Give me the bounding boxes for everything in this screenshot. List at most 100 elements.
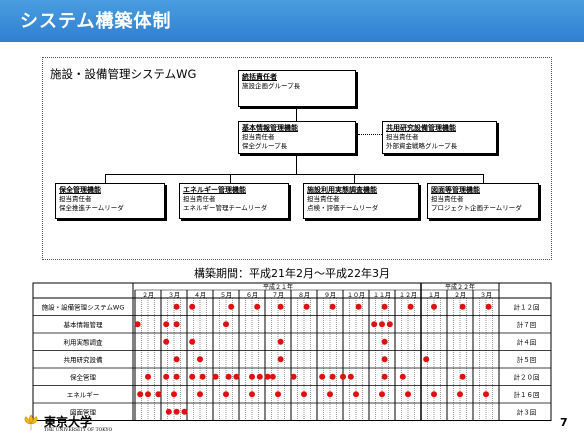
meeting-dot — [459, 373, 466, 380]
meeting-dot — [355, 303, 362, 310]
meeting-dot — [264, 373, 271, 380]
org-node-leaf-line: 保全推進チームリーダ — [59, 204, 124, 212]
row-total: 計１６回 — [514, 390, 540, 399]
meeting-dot — [329, 303, 336, 310]
meeting-dot — [173, 408, 180, 415]
month-label: １０月 — [347, 292, 365, 299]
meeting-dot — [233, 373, 240, 380]
org-node-top: 統括責任者 施設企画グループ長 — [238, 70, 356, 107]
meeting-dot — [457, 391, 463, 398]
meeting-dot — [277, 356, 284, 363]
org-node-leaf-title: 図面等管理機能 — [431, 186, 480, 194]
connector-info-leaves — [296, 154, 297, 174]
month-label: ２月 — [454, 292, 466, 299]
connector-shared-dotted — [358, 134, 382, 135]
org-node-leaf-line: 担当責任者 — [307, 195, 340, 203]
meeting-dot — [145, 373, 151, 380]
month-label: ２月 — [142, 292, 154, 299]
meeting-dot — [340, 373, 346, 380]
meeting-dot — [431, 391, 437, 398]
org-chart-frame — [42, 57, 552, 260]
meeting-dot — [189, 373, 196, 380]
meeting-dot — [189, 303, 196, 310]
meeting-dot — [249, 391, 255, 398]
org-node-info-line: 保全グループ長 — [242, 142, 288, 150]
month-label: ７月 — [272, 292, 284, 299]
meeting-dot — [225, 373, 232, 380]
meeting-dot — [275, 391, 281, 398]
row-total: 計２０回 — [514, 372, 540, 381]
meeting-dot — [399, 373, 406, 380]
wg-label: 施設・設備管理システムWG — [50, 67, 197, 81]
connector-leaves-bar — [105, 174, 483, 175]
month-label: ６月 — [246, 292, 258, 299]
connector-leaf-1 — [105, 174, 106, 183]
year-label: 平成２２年 — [445, 283, 475, 291]
org-node-leaf-title: 保全管理機能 — [59, 186, 101, 194]
month-label: ３月 — [168, 292, 180, 299]
meeting-dot — [371, 321, 378, 328]
meeting-dot — [163, 321, 170, 328]
row-label: 基本情報管理 — [64, 320, 104, 329]
meeting-dot — [223, 321, 229, 328]
month-label: １１月 — [373, 292, 391, 299]
meeting-dot — [329, 373, 336, 380]
meeting-dot — [189, 338, 196, 345]
meeting-dot — [379, 321, 385, 328]
org-node-info-title: 基本情報管理機能 — [242, 124, 298, 132]
org-node-shared-title: 共用研究設備管理機能 — [386, 124, 456, 132]
meeting-dot — [327, 391, 333, 398]
meeting-dot — [459, 303, 466, 310]
month-label: ３月 — [480, 292, 492, 299]
connector-top-info — [296, 107, 297, 121]
row-label: 共用研究設備 — [64, 355, 104, 364]
org-node-leaf-line: 点検・評価チームリーダ — [307, 204, 379, 212]
row-total: 計３回 — [517, 407, 537, 416]
org-node-leaf-drawings: 図面等管理機能 担当責任者 プロジェクト企画チームリーダ — [427, 183, 539, 219]
meeting-dot — [197, 356, 203, 363]
meeting-dot — [381, 338, 388, 345]
meeting-dot — [269, 373, 276, 380]
row-total: 計５回 — [517, 355, 537, 364]
month-label: １月 — [428, 292, 440, 299]
meeting-dot — [163, 373, 170, 380]
meeting-dot — [386, 321, 393, 328]
meeting-dot — [137, 391, 144, 398]
meeting-dot — [405, 391, 411, 398]
month-label: ８月 — [298, 292, 310, 299]
meeting-dot — [199, 373, 206, 380]
meeting-dot — [301, 391, 307, 398]
org-node-shared-line: 外部資金戦略グループ長 — [386, 142, 458, 150]
meeting-dot — [173, 321, 180, 328]
org-node-leaf-usage: 施設利用実態調査機能 担当責任者 点検・評価チームリーダ — [303, 183, 419, 219]
org-node-leaf-line: プロジェクト企画チームリーダ — [431, 204, 522, 212]
org-node-top-line: 施設企画グループ長 — [242, 82, 301, 90]
meeting-dot — [171, 391, 177, 398]
meeting-dot — [381, 303, 388, 310]
meeting-dot — [381, 356, 388, 363]
slide-title: システム構築体制 — [20, 11, 172, 32]
org-node-leaf-maintenance: 保全管理機能 担当責任者 保全推進チームリーダ — [55, 183, 165, 219]
row-total: 計４回 — [517, 337, 537, 346]
org-node-shared-line: 担当責任者 — [386, 133, 419, 141]
meeting-dot — [423, 356, 430, 363]
meeting-dot — [277, 303, 284, 310]
meeting-dot — [134, 321, 141, 328]
meeting-dot — [197, 391, 203, 398]
page-number: 7 — [560, 416, 568, 429]
meeting-dot — [155, 391, 162, 398]
row-total: 計７回 — [517, 320, 537, 329]
meeting-dot — [212, 373, 219, 380]
meeting-dot — [277, 338, 284, 345]
meeting-dot — [381, 373, 388, 380]
meeting-dot — [431, 303, 437, 310]
connector-leaf-4 — [483, 174, 484, 183]
period-label: 構築期間：平成21年2月～平成22年3月 — [194, 267, 390, 280]
meeting-dot — [254, 303, 261, 310]
meeting-dot — [228, 303, 235, 310]
month-label: ４月 — [194, 292, 206, 299]
org-node-info: 基本情報管理機能 担当責任者 保全グループ長 — [238, 121, 356, 154]
row-label: 保全管理 — [70, 372, 97, 381]
meeting-dot — [249, 373, 255, 380]
org-node-leaf-title: 施設利用実態調査機能 — [307, 186, 377, 194]
